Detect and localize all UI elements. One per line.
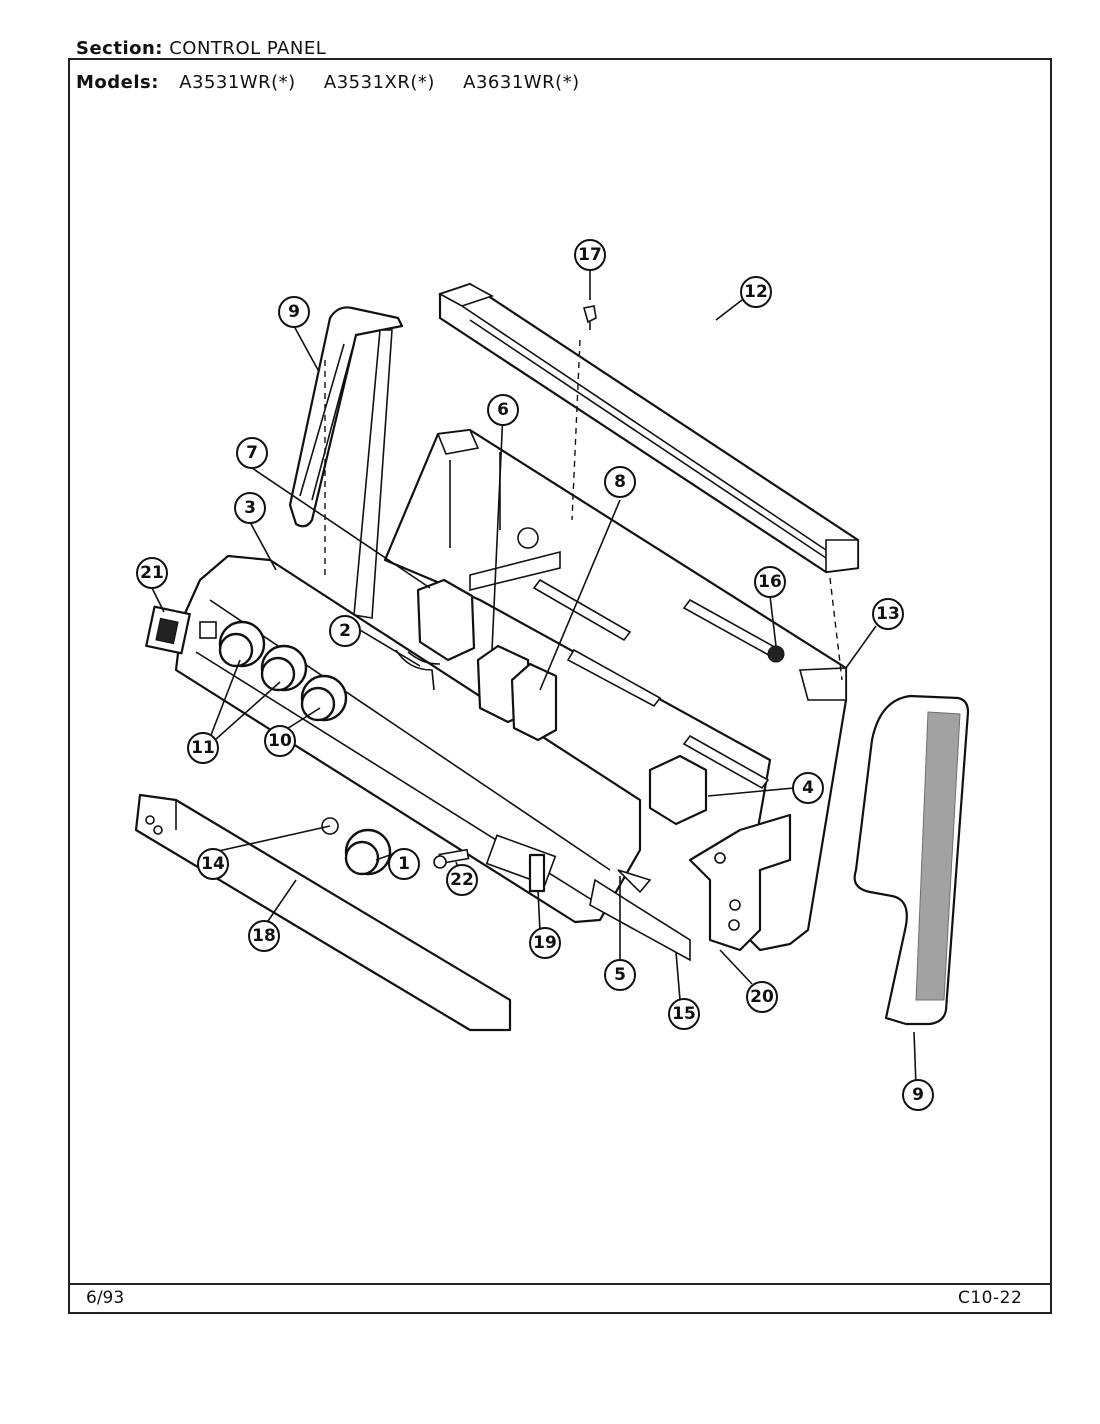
part-rocker-switch <box>145 605 191 655</box>
callout-11: 11 <box>187 732 219 764</box>
svg-text:1: 1 <box>398 854 410 874</box>
models-label: Models: <box>76 72 159 93</box>
svg-text:3: 3 <box>244 498 256 518</box>
callout-16: 16 <box>754 566 786 598</box>
footer-date: 6/93 <box>86 1288 125 1308</box>
part-lower-trim-bar <box>134 793 512 1032</box>
callout-10: 10 <box>264 725 296 757</box>
callout-4: 4 <box>792 772 824 804</box>
callout-8: 8 <box>604 466 636 498</box>
callout-1: 1 <box>388 848 420 880</box>
part-bottom-trim <box>589 869 691 962</box>
callout-20: 20 <box>746 981 778 1013</box>
svg-text:15: 15 <box>672 1004 696 1024</box>
callout-18: 18 <box>248 920 280 952</box>
callout-14: 14 <box>197 848 229 880</box>
svg-text:21: 21 <box>140 563 164 583</box>
svg-text:10: 10 <box>268 731 292 751</box>
svg-text:9: 9 <box>288 302 300 322</box>
part-internal-components <box>395 578 558 742</box>
svg-text:8: 8 <box>614 472 626 492</box>
callout-9b: 9 <box>902 1079 934 1111</box>
part-indicator-light <box>528 853 546 893</box>
callout-6: 6 <box>487 394 519 426</box>
part-push-button <box>433 848 470 869</box>
part-rear-brace <box>324 329 393 619</box>
svg-text:7: 7 <box>246 443 258 463</box>
section-value: CONTROL PANEL <box>169 38 327 59</box>
models-heading: Models: A3531WR(*) A3531XR(*) A3631WR(*) <box>76 72 602 93</box>
svg-text:9: 9 <box>912 1085 924 1105</box>
part-screw <box>582 305 597 330</box>
footer-divider <box>68 1283 1052 1285</box>
svg-text:17: 17 <box>578 245 602 265</box>
callout-22: 22 <box>446 864 478 896</box>
callout-19: 19 <box>529 927 561 959</box>
callout-leaders <box>151 268 917 1087</box>
svg-text:19: 19 <box>533 933 557 953</box>
svg-text:16: 16 <box>758 572 782 592</box>
callout-15: 15 <box>668 998 700 1030</box>
part-top-rail <box>438 282 860 574</box>
callout-5: 5 <box>604 959 636 991</box>
footer-page-code: C10-22 <box>958 1288 1023 1308</box>
part-back-frame <box>383 428 848 952</box>
callout-3: 3 <box>234 492 266 524</box>
model-1: A3531WR(*) <box>179 72 296 93</box>
part-knob-lower <box>344 828 392 876</box>
svg-text:11: 11 <box>191 738 215 758</box>
callout-7: 7 <box>236 437 268 469</box>
svg-text:5: 5 <box>614 965 626 985</box>
screw-axis-line <box>571 339 581 521</box>
svg-text:6: 6 <box>497 400 509 420</box>
part-knobs-upper <box>218 620 348 722</box>
svg-text:12: 12 <box>744 282 768 302</box>
svg-text:18: 18 <box>252 926 276 946</box>
part-right-end-cap <box>853 694 970 1026</box>
callout-13: 13 <box>872 598 904 630</box>
part-switch-block <box>648 754 708 826</box>
callout-2: 2 <box>329 615 361 647</box>
callout-17: 17 <box>574 239 606 271</box>
callout-21: 21 <box>136 557 168 589</box>
model-3: A3631WR(*) <box>463 72 580 93</box>
svg-text:2: 2 <box>339 621 351 641</box>
svg-text:14: 14 <box>201 854 225 874</box>
part-side-bracket <box>688 813 792 952</box>
section-heading: Section: CONTROL PANEL <box>76 38 326 59</box>
svg-text:22: 22 <box>450 870 474 890</box>
callout-12: 12 <box>740 276 772 308</box>
svg-text:4: 4 <box>802 778 814 798</box>
callout-9a: 9 <box>278 296 310 328</box>
svg-text:20: 20 <box>750 987 774 1007</box>
section-label: Section: <box>76 38 163 59</box>
model-2: A3531XR(*) <box>323 72 435 93</box>
diagram-frame <box>68 58 1052 1314</box>
svg-text:13: 13 <box>876 604 900 624</box>
part-left-end-cap <box>288 306 404 528</box>
